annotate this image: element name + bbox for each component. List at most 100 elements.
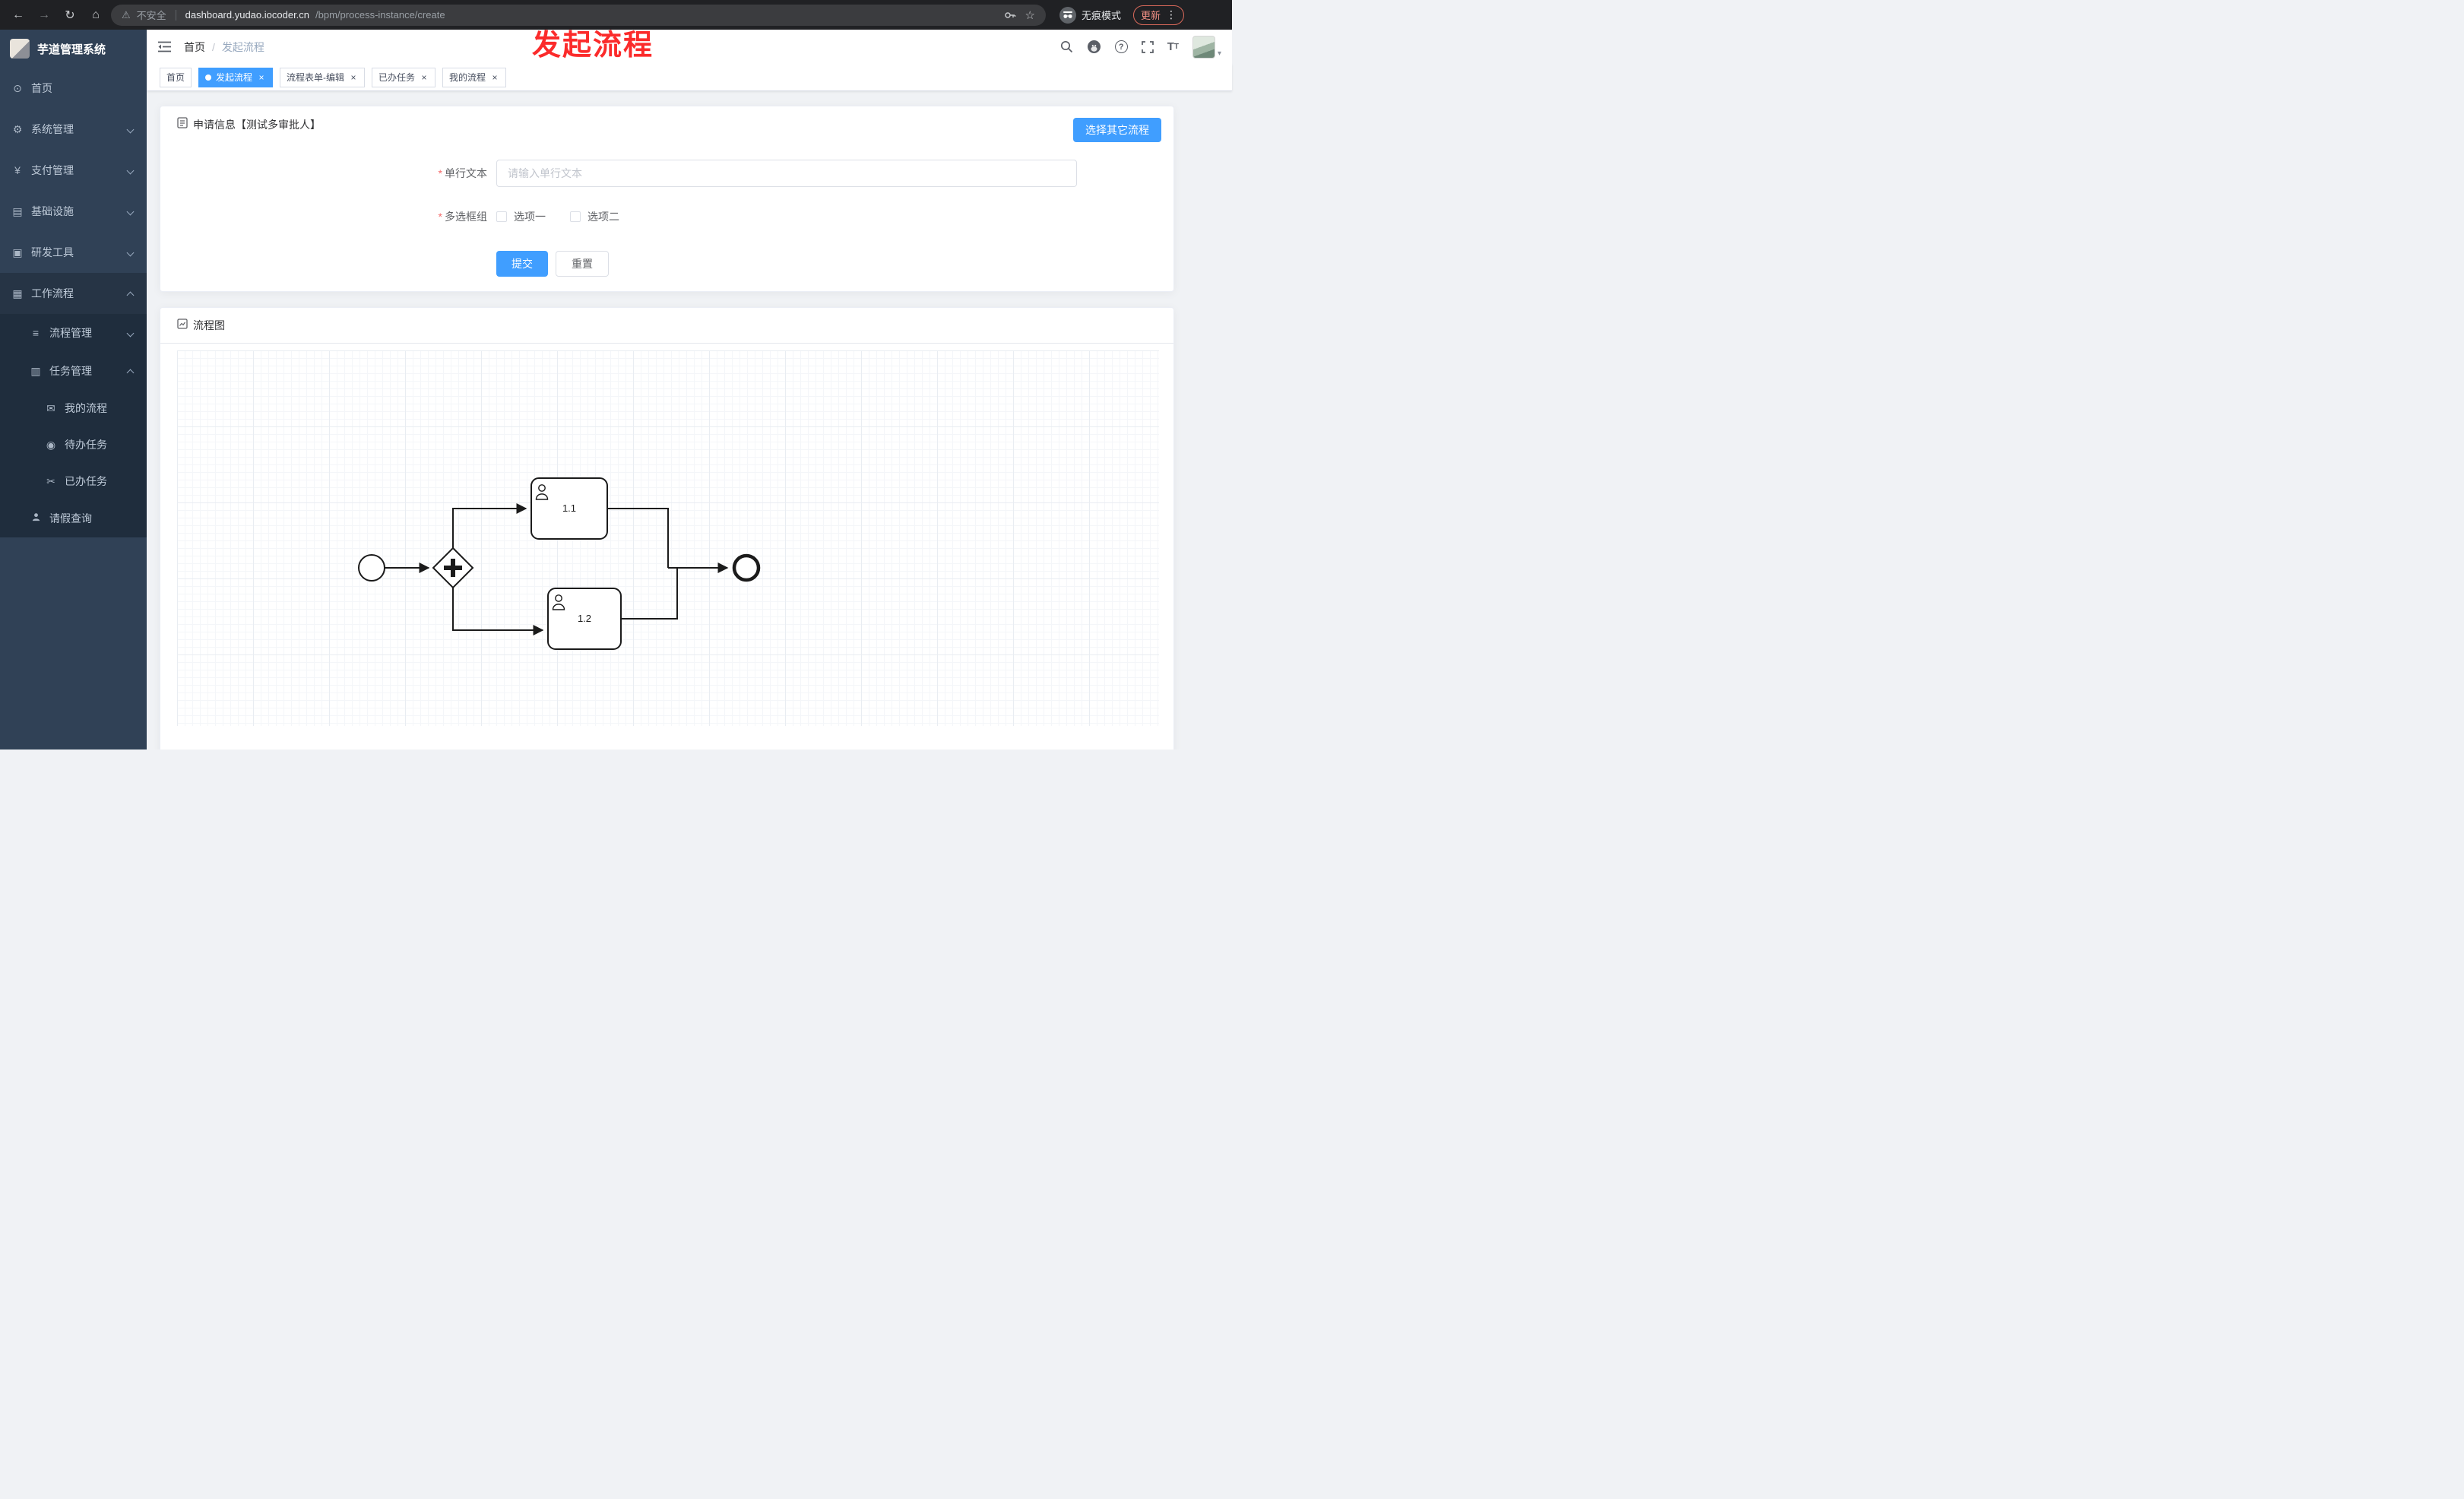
form-card-title: 申请信息【测试多审批人】 bbox=[193, 119, 321, 131]
back-icon[interactable]: ← bbox=[12, 8, 24, 21]
diagram-icon bbox=[177, 318, 188, 333]
checkbox-icon[interactable] bbox=[496, 211, 507, 222]
sidebar-item-todo-tasks[interactable]: ◉ 待办任务 bbox=[0, 426, 147, 463]
chevron-down-icon bbox=[126, 166, 135, 174]
incognito-icon bbox=[1059, 6, 1076, 24]
chevron-up-icon bbox=[126, 369, 135, 376]
close-icon[interactable]: × bbox=[421, 71, 427, 83]
bpmn-diagram: 1.1 1.2 bbox=[358, 477, 761, 650]
sidebar-item-payment[interactable]: ¥ 支付管理 bbox=[0, 150, 147, 191]
infrastructure-icon: ▤ bbox=[12, 204, 23, 217]
tab-done-tasks[interactable]: 已办任务 × bbox=[372, 67, 436, 87]
password-key-icon[interactable] bbox=[1004, 9, 1016, 21]
tasks-icon: ▥ bbox=[30, 364, 41, 377]
task1-label: 1.1 bbox=[562, 502, 576, 514]
flow-task1-out bbox=[607, 508, 669, 568]
help-icon[interactable]: ? bbox=[1114, 40, 1128, 53]
sidebar-item-devtools[interactable]: ▣ 研发工具 bbox=[0, 232, 147, 273]
forward-icon[interactable]: → bbox=[38, 8, 50, 21]
kebab-menu-icon[interactable]: ⋮ bbox=[1166, 8, 1177, 21]
close-icon[interactable]: × bbox=[258, 71, 264, 83]
sidebar-item-done-tasks[interactable]: ✂ 已办任务 bbox=[0, 463, 147, 499]
close-icon[interactable]: × bbox=[492, 71, 498, 83]
workflow-icon: ▦ bbox=[12, 287, 23, 299]
required-mark: * bbox=[438, 211, 442, 223]
chevron-up-icon bbox=[126, 291, 135, 299]
user-menu[interactable]: ▾ bbox=[1192, 35, 1221, 59]
user-task-2[interactable] bbox=[547, 588, 622, 650]
flow-gateway-to-task1 bbox=[452, 503, 527, 548]
eye-icon: ◉ bbox=[46, 438, 56, 451]
single-line-text-input[interactable] bbox=[496, 160, 1077, 187]
sidebar-item-my-process[interactable]: ✉ 我的流程 bbox=[0, 390, 147, 426]
sidebar-item-process-management[interactable]: ≡ 流程管理 bbox=[0, 314, 147, 352]
user-task-1[interactable] bbox=[530, 477, 608, 540]
sidebar: 芋道管理系统 ⊙ 首页 ⚙ 系统管理 ¥ 支付管理 ▤ 基础设施 ▣ 研发工具 … bbox=[0, 30, 147, 750]
incognito-label: 无痕模式 bbox=[1082, 10, 1122, 21]
tab-create-process[interactable]: 发起流程 × bbox=[198, 67, 274, 87]
sidebar-item-infrastructure[interactable]: ▤ 基础设施 bbox=[0, 191, 147, 232]
bookmark-star-icon[interactable]: ☆ bbox=[1025, 8, 1035, 22]
fullscreen-icon[interactable] bbox=[1141, 40, 1154, 53]
home-icon[interactable]: ⌂ bbox=[92, 8, 100, 21]
close-icon[interactable]: × bbox=[350, 71, 356, 83]
diagram-card-title: 流程图 bbox=[193, 319, 225, 331]
logo-image bbox=[10, 39, 30, 59]
sidebar-item-home[interactable]: ⊙ 首页 bbox=[0, 68, 147, 109]
reset-button[interactable]: 重置 bbox=[556, 251, 609, 277]
document-icon bbox=[177, 117, 188, 132]
start-event[interactable] bbox=[358, 554, 385, 582]
browser-chrome: ← → ↻ ⌂ ⚠ 不安全 dashboard.yudao.iocoder.cn… bbox=[0, 0, 1232, 30]
bpmn-canvas[interactable]: 1.1 1.2 bbox=[177, 350, 1159, 726]
active-dot bbox=[205, 74, 212, 81]
chevron-down-icon bbox=[126, 125, 135, 133]
tab-home[interactable]: 首页 bbox=[160, 67, 192, 87]
checkbox-option-2[interactable]: 选项二 bbox=[570, 209, 619, 224]
checkbox-icon[interactable] bbox=[570, 211, 581, 222]
tools-icon: ▣ bbox=[12, 246, 23, 258]
tab-my-process[interactable]: 我的流程 × bbox=[442, 67, 507, 87]
flow-gateway-to-task2 bbox=[452, 588, 544, 635]
update-button[interactable]: 更新 ⋮ bbox=[1133, 5, 1185, 25]
gear-icon: ⚙ bbox=[12, 122, 23, 135]
breadcrumb-separator: / bbox=[212, 40, 215, 53]
text-field-label: *单行文本 bbox=[438, 167, 487, 179]
user-task-icon bbox=[552, 594, 565, 610]
user-task-icon bbox=[535, 484, 549, 500]
not-secure-warning-icon: ⚠ bbox=[122, 8, 131, 21]
checkbox-option-1[interactable]: 选项一 bbox=[496, 209, 546, 224]
submit-button[interactable]: 提交 bbox=[496, 251, 548, 277]
url-path: /bpm/process-instance/create bbox=[315, 9, 445, 21]
sidebar-item-system[interactable]: ⚙ 系统管理 bbox=[0, 109, 147, 150]
gateway-plus-icon bbox=[444, 559, 462, 577]
process-diagram-card: 流程图 bbox=[160, 307, 1174, 750]
checkbox-group: 选项一 选项二 bbox=[496, 209, 619, 224]
breadcrumb: 首页 / 发起流程 bbox=[184, 40, 264, 55]
sidebar-toggle-icon[interactable] bbox=[157, 40, 172, 53]
scissors-icon: ✂ bbox=[46, 474, 55, 487]
github-icon[interactable] bbox=[1087, 40, 1101, 54]
checkbox-group-label: *多选框组 bbox=[438, 211, 487, 223]
app-title: 芋道管理系统 bbox=[37, 43, 106, 56]
sidebar-item-leave-query[interactable]: 请假查询 bbox=[0, 499, 147, 537]
tags-view-bar: 首页 发起流程 × 流程表单-编辑 × 已办任务 × 我的流程 × bbox=[147, 64, 1232, 91]
breadcrumb-home[interactable]: 首页 bbox=[184, 40, 205, 53]
sidebar-item-workflow[interactable]: ▦ 工作流程 bbox=[0, 273, 147, 314]
end-event[interactable] bbox=[732, 553, 761, 582]
address-bar[interactable]: ⚠ 不安全 dashboard.yudao.iocoder.cn /bpm/pr… bbox=[111, 4, 1046, 26]
chat-bubble-icon: ✉ bbox=[46, 401, 55, 414]
avatar[interactable] bbox=[1192, 35, 1215, 59]
app-logo[interactable]: 芋道管理系统 bbox=[0, 30, 147, 68]
incognito-badge: 无痕模式 bbox=[1059, 6, 1122, 24]
choose-other-process-button[interactable]: 选择其它流程 bbox=[1073, 118, 1161, 142]
caret-down-icon: ▾ bbox=[1217, 49, 1221, 58]
required-mark: * bbox=[438, 167, 442, 179]
refresh-icon[interactable]: ↻ bbox=[65, 8, 75, 22]
sidebar-item-task-management[interactable]: ▥ 任务管理 bbox=[0, 352, 147, 390]
task2-label: 1.2 bbox=[578, 613, 591, 624]
search-icon[interactable] bbox=[1060, 40, 1073, 53]
chevron-down-icon bbox=[126, 249, 135, 256]
tab-form-edit[interactable]: 流程表单-编辑 × bbox=[280, 67, 366, 87]
